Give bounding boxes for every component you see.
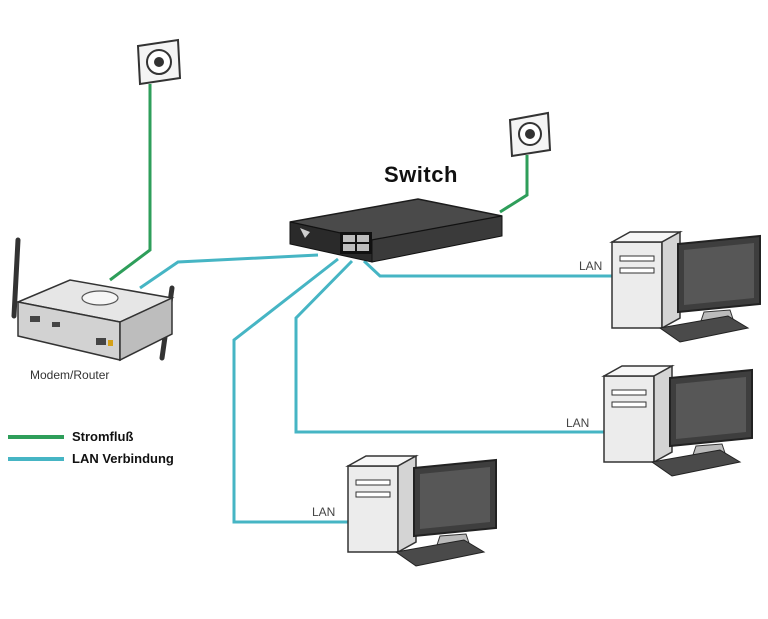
legend-lan-label: LAN Verbindung	[72, 451, 174, 466]
lan-label-1: LAN	[579, 259, 603, 273]
wall-socket-switch	[508, 111, 552, 158]
power-lines	[109, 84, 529, 282]
computer-2	[601, 364, 753, 477]
lan-lines	[139, 253, 612, 524]
router-lan-line	[139, 253, 319, 290]
pc3-lan-line	[232, 257, 348, 524]
computer-1	[609, 230, 761, 343]
router-label: Modem/Router	[30, 368, 110, 382]
switch-power-line	[499, 155, 529, 214]
legend-power-label: Stromfluß	[72, 429, 134, 444]
router-power-line	[109, 84, 152, 282]
pc2-lan-line	[294, 259, 604, 434]
modem-router-device	[11, 237, 175, 362]
computer-3	[345, 454, 497, 567]
lan-label-3: LAN	[312, 505, 336, 519]
lan-label-2: LAN	[566, 416, 590, 430]
pc1-lan-line	[362, 259, 612, 278]
wall-socket-router	[136, 38, 182, 86]
switch-title: Switch	[384, 162, 458, 187]
switch-device	[289, 198, 503, 263]
